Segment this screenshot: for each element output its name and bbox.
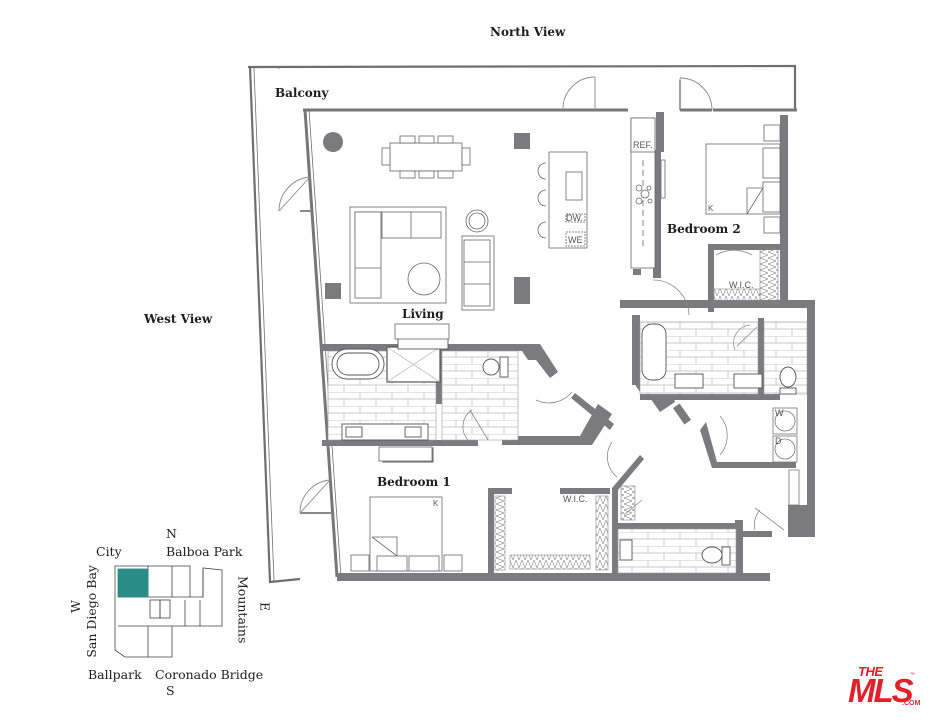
living-furniture (349, 117, 666, 340)
mls-logo-mls: MLS (848, 672, 914, 709)
walls (322, 112, 815, 581)
bed-size-label-bedroom2: K (708, 204, 714, 213)
mls-logo-tm: ™ (910, 672, 915, 678)
room-label-bedroom1: Bedroom 1 (377, 475, 451, 489)
key-plan-north: N (166, 526, 177, 541)
mls-logo-com: .COM (902, 700, 921, 707)
fixture-label-dryer: D (775, 436, 782, 446)
key-plan-san-diego-bay: San Diego Bay (84, 565, 99, 658)
room-label-balcony: Balcony (275, 86, 329, 100)
key-plan-ballpark: Ballpark (88, 667, 142, 682)
laundry (772, 407, 800, 506)
bed-size-label-bedroom1: K (433, 499, 439, 508)
room-label-wic-bedroom2: W.I.C. (729, 280, 754, 290)
fixture-label-dishwasher: DW. (566, 213, 583, 223)
room-label-wic-bedroom1: W.I.C. (563, 494, 588, 504)
fixture-label-wine: WE (568, 235, 583, 245)
key-plan-city: City (96, 544, 122, 559)
mls-logo: THE MLS ™ .COM (846, 664, 926, 712)
balcony-doors (278, 76, 713, 514)
north-view-label: North View (490, 25, 566, 39)
key-plan-south: S (166, 683, 175, 698)
balcony (247, 64, 797, 584)
west-view-label: West View (144, 312, 213, 326)
highlighted-unit (117, 568, 149, 598)
bedroom-furniture (350, 124, 781, 572)
fixture-label-washer: W (775, 408, 784, 418)
room-label-bedroom2: Bedroom 2 (667, 222, 741, 236)
key-plan-west: W (68, 600, 83, 613)
columns (323, 132, 530, 304)
key-plan-balboa-park: Balboa Park (166, 544, 243, 559)
key-plan (114, 565, 223, 658)
bath2-fixtures (619, 323, 797, 566)
closet-hangers (494, 247, 779, 571)
mls-logo-the: THE (858, 664, 883, 679)
key-plan-mountains: Mountains (235, 576, 251, 644)
key-plan-east: E (257, 602, 273, 612)
interior-doors (462, 249, 785, 531)
fixture-label-refrigerator: REF. (633, 140, 653, 150)
key-plan-coronado-bridge: Coronado Bridge (155, 667, 264, 682)
room-label-living: Living (402, 307, 444, 321)
